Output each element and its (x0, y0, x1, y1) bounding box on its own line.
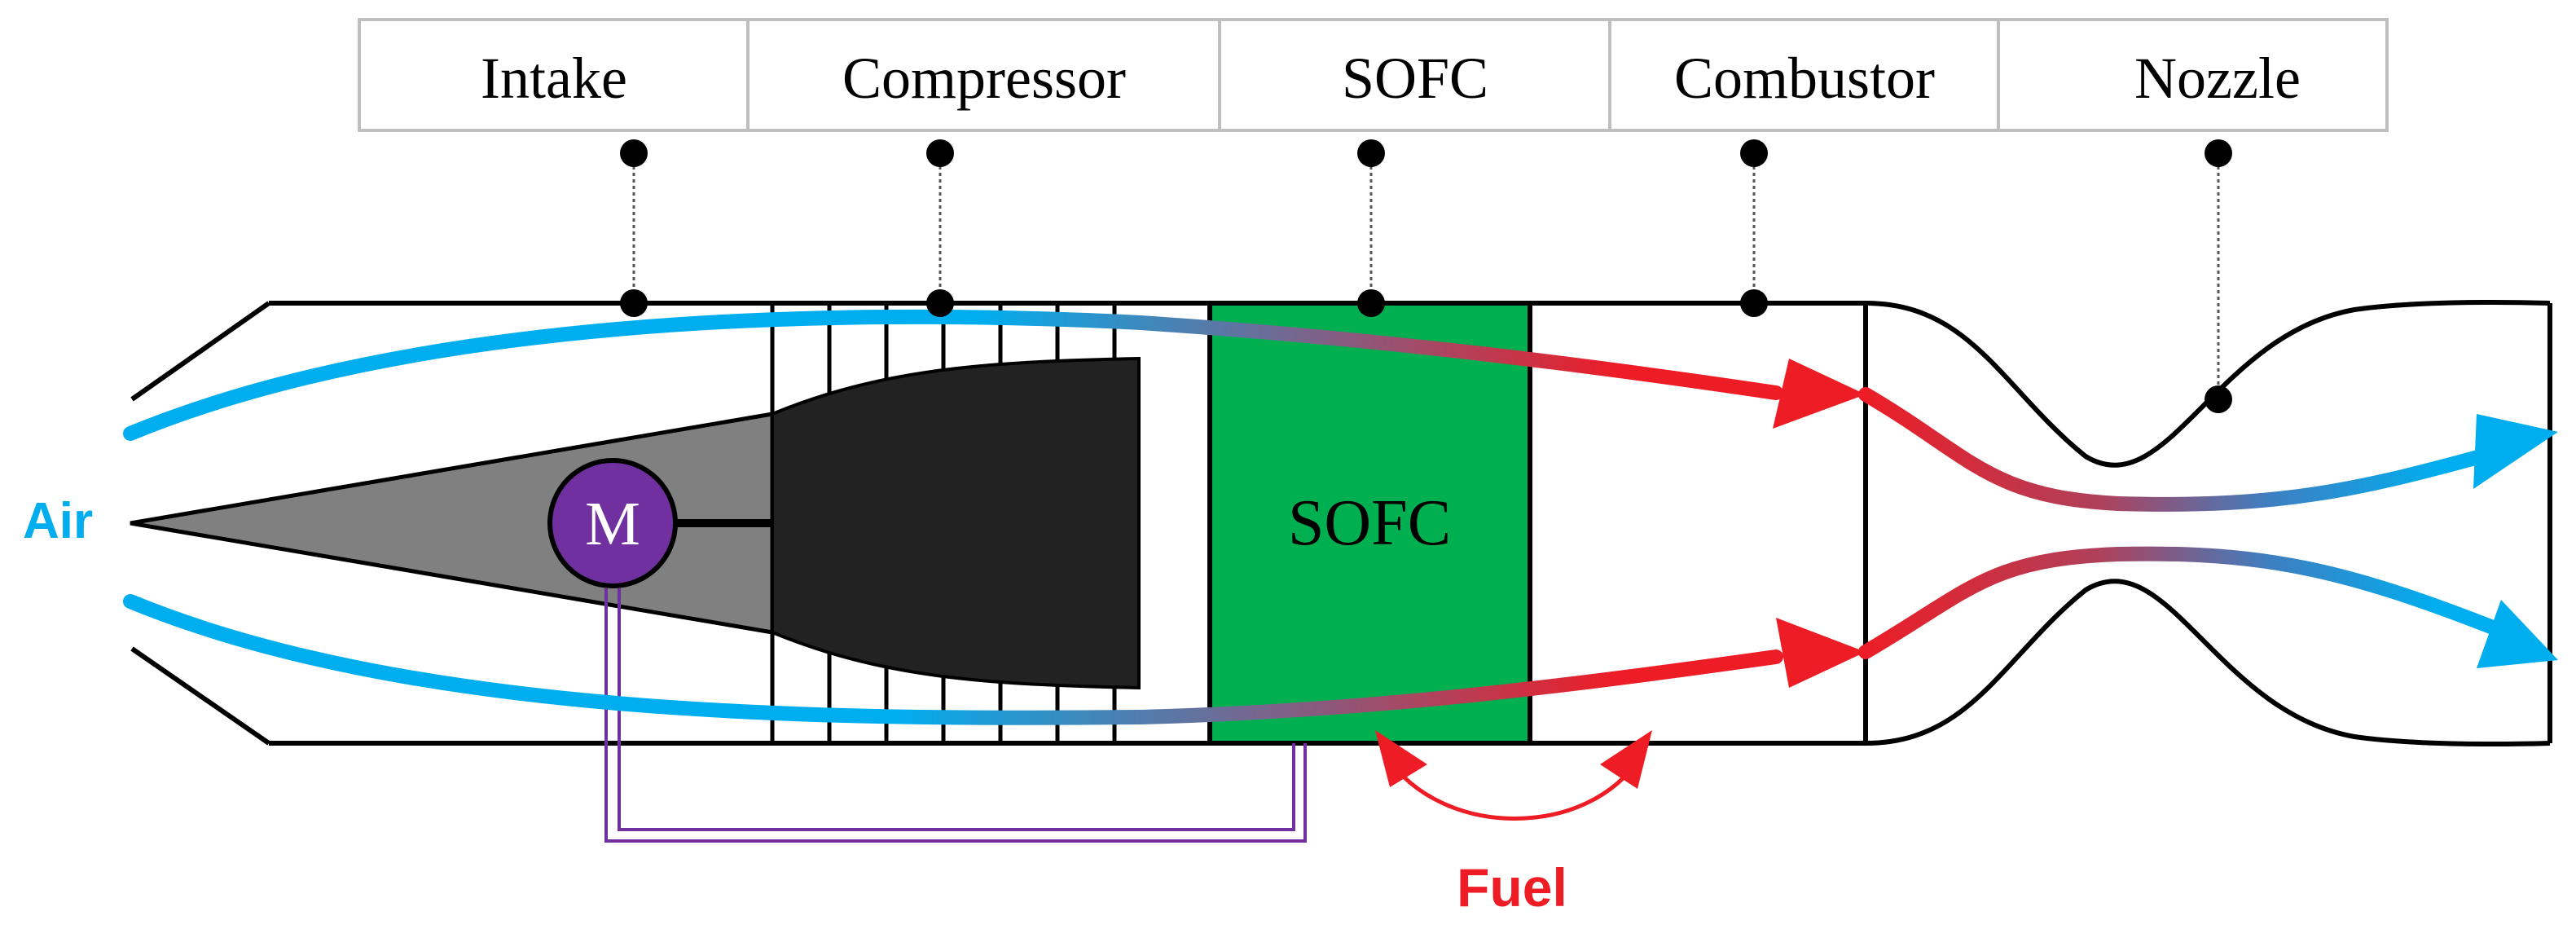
leader-dots (620, 139, 2232, 167)
leader-dot-intake-top (620, 139, 648, 167)
sofc-block-label: SOFC (1288, 487, 1451, 559)
arrowhead-top-exit (2473, 414, 2558, 489)
leader-lines (632, 153, 2220, 399)
arrowhead-top-hot (1773, 359, 1866, 429)
leader-dot-combustor-top (1740, 139, 1768, 167)
fuel-arrowhead-left (1375, 730, 1427, 787)
component-label-bar: Intake Compressor SOFC Combustor Nozzle (358, 18, 2389, 132)
flow-bottom-inlet (123, 594, 1783, 725)
leader-dot-compressor-top (926, 139, 954, 167)
inlet-lip-top (130, 301, 270, 402)
flow-arrows (123, 309, 2500, 725)
fuel-label: Fuel (1457, 857, 1567, 918)
label-box-intake (358, 18, 750, 132)
label-compressor: Compressor (842, 46, 1126, 111)
station-dot-intake (620, 289, 648, 317)
station-dot-compressor (926, 289, 954, 317)
fuel-curve (1384, 755, 1643, 821)
label-combustor: Combustor (1674, 46, 1935, 111)
fuel-arrowhead-right (1600, 730, 1652, 789)
arrowhead-bottom-exit (2477, 600, 2558, 668)
compressor-hub (771, 356, 1141, 690)
station-dot-nozzle (2205, 385, 2232, 413)
label-nozzle: Nozzle (2134, 46, 2301, 111)
fuel-arrow (1375, 730, 1652, 821)
station-dots (620, 289, 2232, 413)
leader-dot-nozzle-top (2205, 139, 2232, 167)
motor-label: M (585, 490, 640, 558)
air-label: Air (23, 493, 93, 549)
inlet-lip-bottom (130, 646, 270, 746)
label-box-nozzle (1997, 18, 2389, 132)
flow-top-outlet (1858, 387, 2500, 512)
station-dot-sofc (1357, 289, 1385, 317)
flow-arrowheads (1773, 359, 2558, 688)
nozzle-wall-bottom (1865, 579, 2551, 747)
arrowhead-bottom-hot (1776, 618, 1866, 688)
label-box-sofc (1218, 18, 1611, 132)
label-intake: Intake (481, 46, 627, 111)
station-dot-combustor (1740, 289, 1768, 317)
nozzle-wall-top (1865, 299, 2551, 468)
label-box-compressor (746, 18, 1221, 132)
label-sofc: SOFC (1342, 46, 1488, 111)
engine-casing (130, 299, 2552, 747)
leader-dot-sofc-top (1357, 139, 1385, 167)
flow-top-inlet (123, 309, 1783, 441)
wire-line-outer (604, 588, 1307, 843)
flow-bottom-outlet (1858, 546, 2500, 659)
motor (547, 458, 678, 588)
